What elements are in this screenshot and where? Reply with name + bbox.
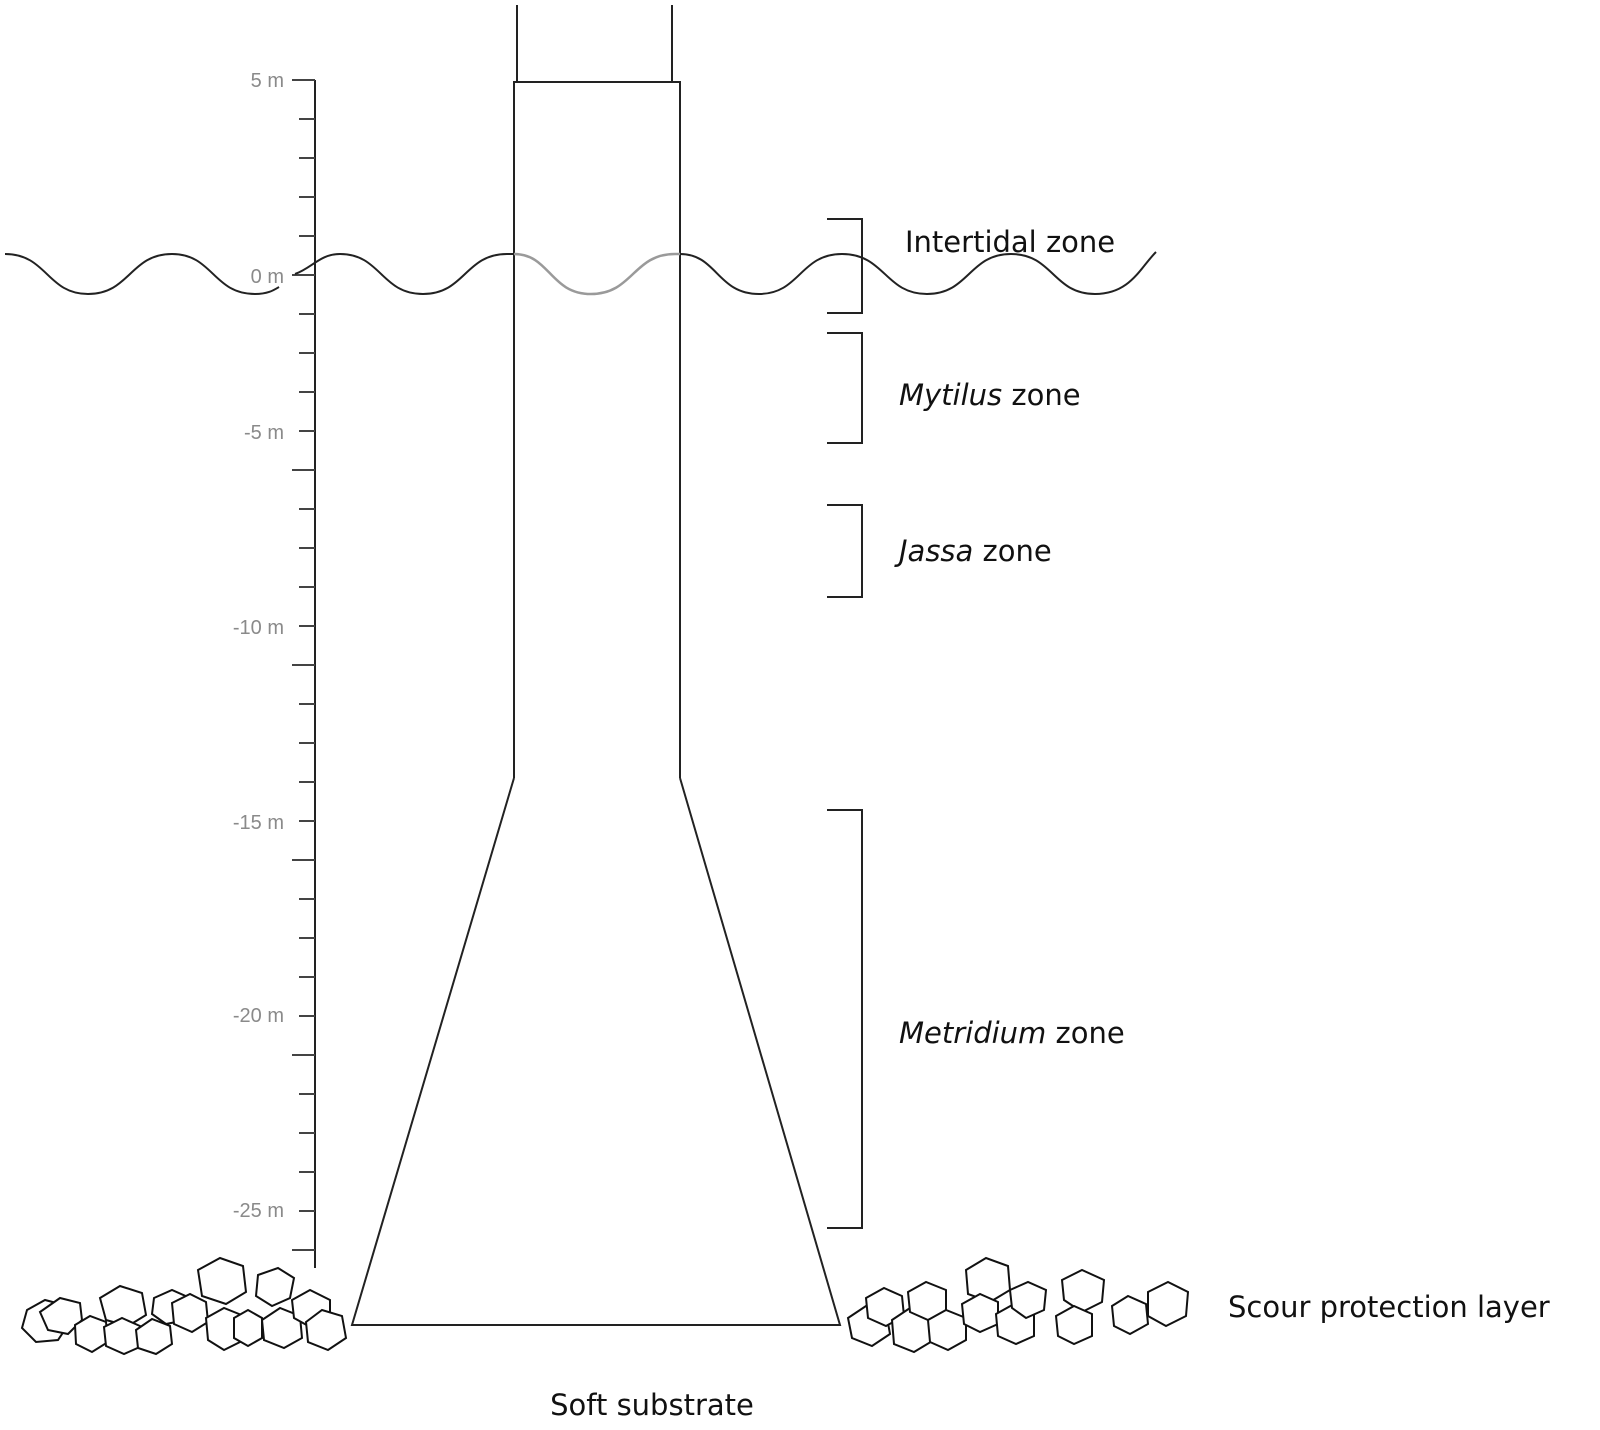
metridium-zone-label: Metridium zone (899, 1016, 1125, 1050)
rock (254, 1266, 296, 1308)
rock (1060, 1268, 1106, 1314)
soft-substrate-label: Soft substrate (550, 1388, 754, 1422)
scour-protection-layer-label: Scour protection layer (1228, 1290, 1550, 1324)
mytilus-zone-label: Mytilus zone (899, 378, 1081, 412)
metridium-zone-bracket (827, 809, 863, 1229)
rock (1054, 1304, 1093, 1346)
jassa-zone-genus: Jassa (894, 534, 973, 568)
rock (260, 1306, 304, 1350)
intertidal-zone-label: Intertidal zone (905, 225, 1115, 259)
rock (1008, 1280, 1048, 1320)
sea-surface (4, 251, 1157, 296)
metridium-zone-genus: Metridium (899, 1016, 1046, 1050)
mytilus-zone-bracket (827, 332, 863, 444)
jassa-zone-label: Jassa zone (894, 534, 1052, 568)
rock (73, 1314, 110, 1354)
depth-axis-major-ticks (292, 79, 315, 1251)
rock (196, 1256, 248, 1306)
rock (134, 1317, 174, 1356)
tick-label-minus10m: -10 m (233, 617, 284, 639)
tick-label-minus25m: -25 m (233, 1200, 284, 1222)
rock (304, 1308, 348, 1352)
tick-label-5m: 5 m (251, 70, 284, 92)
rock (926, 1308, 967, 1352)
rock (98, 1284, 148, 1328)
rock (1110, 1294, 1150, 1336)
mytilus-zone-genus: Mytilus (899, 378, 1002, 412)
foundation-structure (350, 5, 842, 1326)
rock (960, 1292, 999, 1334)
transition-piece-outline (513, 81, 681, 778)
sea-surface-wave-inside (513, 252, 680, 296)
jassa-zone-bracket (827, 504, 863, 598)
foundation-base-outline (350, 777, 842, 1326)
depth-axis: 5 m 0 m -5 m -10 m -15 m -20 m -25 m (233, 70, 316, 1268)
tick-label-minus5m: -5 m (244, 422, 284, 444)
intertidal-zone-bracket (827, 218, 863, 314)
jassa-zone-suffix: zone (973, 534, 1051, 568)
tick-label-minus15m: -15 m (233, 812, 284, 834)
depth-axis-minor-ticks (299, 118, 315, 1212)
scour-protection-rocks-right (846, 1256, 1190, 1354)
sea-surface-wave-left (4, 252, 280, 296)
metridium-zone-suffix: zone (1046, 1016, 1124, 1050)
sea-surface-wave-middle-left (294, 252, 514, 296)
rock (170, 1292, 210, 1334)
rock (964, 1256, 1012, 1304)
rock (1147, 1280, 1190, 1328)
scour-protection-rocks-left (20, 1256, 348, 1356)
tick-label-minus20m: -20 m (233, 1005, 284, 1027)
zone-brackets (827, 218, 863, 1229)
sea-surface-wave-right (679, 251, 1157, 296)
mytilus-zone-suffix: zone (1002, 378, 1080, 412)
tick-label-0m: 0 m (251, 266, 284, 288)
rock (233, 1308, 263, 1348)
